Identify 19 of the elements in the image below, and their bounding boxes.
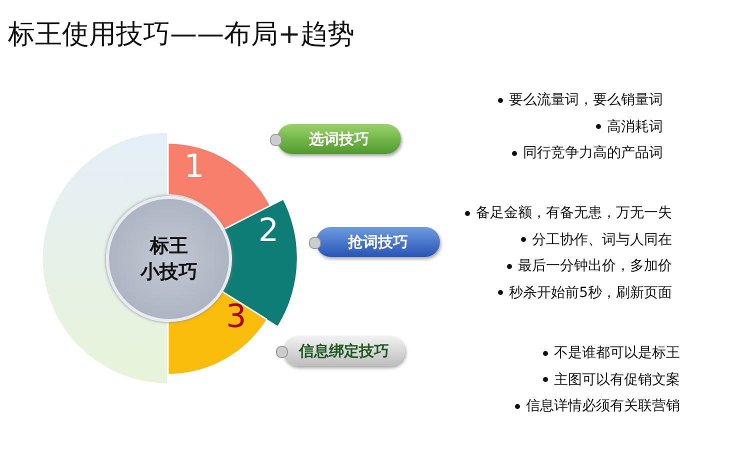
segment-number: 1 <box>184 147 204 185</box>
segment-number: 2 <box>258 210 279 249</box>
center-label: 小技巧 <box>140 260 198 285</box>
tag-label: 信息绑定技巧 <box>299 342 389 360</box>
bullet-text: 秒杀开始前5秒，刷新页面 <box>509 284 672 300</box>
bullet-text: 不是谁都可以是标王 <box>554 345 680 361</box>
bullet-text: 要么流量词，要么销量词 <box>509 92 663 108</box>
bullet-text: 分工协作、词与人同在 <box>532 232 672 248</box>
bullet-text: 备足金额，有备无患，万无一失 <box>476 205 672 221</box>
bullet-text: 信息详情必须有关联营销 <box>526 398 680 414</box>
segment-number: 3 <box>226 297 246 336</box>
tag-label: 选词技巧 <box>309 130 369 148</box>
center-label: 标王 <box>150 234 188 259</box>
bullet-text: 最后一分钟出价，多加价 <box>518 258 672 274</box>
bullet-text: 高消耗词 <box>607 118 663 134</box>
bullet-text: 主图可以有促销文案 <box>554 372 680 388</box>
bullet-text: 同行竞争力高的产品词 <box>523 145 663 161</box>
tag-label: 抢词技巧 <box>348 232 408 252</box>
diagram-title: 标王使用技巧——布局+趋势 <box>8 18 355 52</box>
